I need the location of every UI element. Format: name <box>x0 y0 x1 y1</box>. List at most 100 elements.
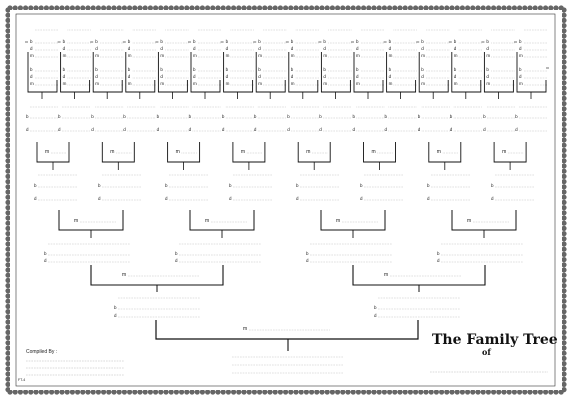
g4-died-label: d <box>58 127 61 132</box>
g5-couple-bracket <box>125 52 156 93</box>
border-scallop-left <box>5 158 11 164</box>
border-scallop-right <box>561 319 567 325</box>
border-scallop-bottom <box>381 389 387 395</box>
border-scallop-left <box>5 69 11 75</box>
g5-died-label: d <box>30 46 33 51</box>
border-scallop-right <box>561 137 567 143</box>
border-scallop-right <box>561 309 567 315</box>
g5-born-label: b <box>356 67 359 72</box>
border-scallop-left <box>5 324 11 330</box>
border-scallop-right <box>561 199 567 205</box>
g5-married-label: m <box>519 81 523 86</box>
border-scallop-right <box>561 116 567 122</box>
g4-born-label: b <box>26 114 29 119</box>
g3-married-label: m <box>336 218 340 224</box>
border-scallop-bottom <box>449 389 455 395</box>
border-scallop-bottom <box>413 389 419 395</box>
border-scallop-bottom <box>90 389 96 395</box>
border-scallop-bottom <box>517 389 523 395</box>
border-scallop-right <box>561 23 567 29</box>
g5-died-label: d <box>486 46 489 51</box>
border-scallop-left <box>5 116 11 122</box>
g5-married-label: m <box>454 81 458 86</box>
border-scallop-right <box>561 303 567 309</box>
border-scallop-bottom <box>111 389 117 395</box>
border-scallop-right <box>561 85 567 91</box>
g4-died-label: d <box>385 127 388 132</box>
g5-born-label: b <box>258 39 261 44</box>
border-scallop-bottom <box>366 389 372 395</box>
g4-married-label: m <box>502 149 506 155</box>
border-scallop-top <box>277 5 283 11</box>
border-scallop-top <box>413 5 419 11</box>
border-scallop-bottom <box>168 389 174 395</box>
g4-died-label: d <box>353 127 356 132</box>
g3-married-label: m <box>74 218 78 224</box>
border-scallop-right <box>561 366 567 372</box>
border-scallop-top <box>95 5 101 11</box>
g5-died-label: d <box>95 74 98 79</box>
border-scallop-right <box>561 194 567 200</box>
border-scallop-top <box>163 5 169 11</box>
border-scallop-bottom <box>355 389 361 395</box>
border-scallop-right <box>561 283 567 289</box>
g4-died-label: d <box>189 127 192 132</box>
border-scallop-left <box>5 49 11 55</box>
border-scallop-top <box>132 5 138 11</box>
g4-born-label: b <box>222 114 225 119</box>
border-scallop-bottom <box>210 389 216 395</box>
g5-died-label: d <box>193 74 196 79</box>
border-scallop-left <box>5 142 11 148</box>
border-scallop-top <box>33 5 39 11</box>
g5-born-label: b <box>291 39 294 44</box>
g5-couple-bracket <box>483 52 514 93</box>
border-scallop-top <box>54 5 60 11</box>
border-scallop-top <box>184 5 190 11</box>
g4-born-label: b <box>353 114 356 119</box>
border-scallop-left <box>5 387 11 393</box>
border-scallop-top <box>246 5 252 11</box>
g4-born-label: b <box>319 114 322 119</box>
g5-born-label: b <box>323 39 326 44</box>
g5-couple-bracket <box>451 52 482 93</box>
border-scallop-bottom <box>506 389 512 395</box>
g5-married-label: m <box>323 53 327 58</box>
border-scallop-right <box>561 350 567 356</box>
border-scallop-top <box>439 5 445 11</box>
border-scallop-top <box>106 5 112 11</box>
border-scallop-bottom <box>59 389 65 395</box>
border-scallop-right <box>561 80 567 86</box>
border-scallop-right <box>561 345 567 351</box>
g5-died-label: d <box>323 46 326 51</box>
border-scallop-left <box>5 288 11 294</box>
border-scallop-right <box>561 168 567 174</box>
g3-born-label: b <box>98 183 101 188</box>
border-scallop-bottom <box>485 389 491 395</box>
border-scallop-bottom <box>199 389 205 395</box>
border-scallop-left <box>5 168 11 174</box>
border-scallop-right <box>561 361 567 367</box>
border-scallop-bottom <box>54 389 60 395</box>
border-scallop-bottom <box>80 389 86 395</box>
border-scallop-right <box>561 335 567 341</box>
border-scallop-left <box>5 173 11 179</box>
border-scallop-left <box>5 257 11 263</box>
border-scallop-top <box>257 5 263 11</box>
border-scallop-bottom <box>64 389 70 395</box>
g5-married-label: m <box>193 53 197 58</box>
border-scallop-right <box>561 38 567 44</box>
g5-died-label: d <box>291 74 294 79</box>
border-scallop-bottom <box>298 389 304 395</box>
g5-born-label: b <box>193 67 196 72</box>
border-scallop-top <box>506 5 512 11</box>
border-scallop-bottom <box>246 389 252 395</box>
border-scallop-bottom <box>267 389 273 395</box>
g5-born-label: b <box>389 67 392 72</box>
border-scallop-left <box>5 335 11 341</box>
border-scallop-top <box>293 5 299 11</box>
border-scallop-bottom <box>173 389 179 395</box>
border-scallop-bottom <box>277 389 283 395</box>
g3-died-label: d <box>165 196 168 201</box>
